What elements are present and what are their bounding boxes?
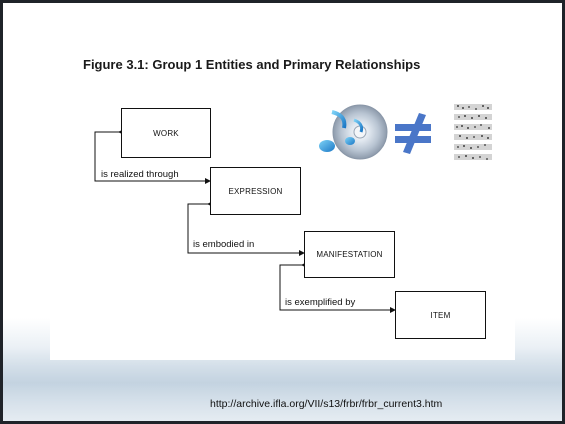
relationship-label-exemplified: is exemplified by bbox=[285, 297, 356, 308]
connector-work-expression bbox=[94, 129, 211, 184]
connector-expression-manifestation bbox=[187, 201, 305, 256]
source-url: http://archive.ifla.org/VII/s13/frbr/frb… bbox=[210, 398, 443, 410]
relationship-label-realized: is realized through bbox=[101, 169, 179, 180]
entity-expression: EXPRESSION bbox=[210, 167, 301, 215]
sheet-music-score-icon bbox=[450, 97, 496, 167]
relationship-connectors bbox=[94, 129, 396, 313]
not-equal-icon bbox=[395, 113, 431, 154]
slide-bottom-band bbox=[3, 353, 562, 421]
relationship-label-embodied: is embodied in bbox=[193, 239, 255, 250]
entity-work: WORK bbox=[121, 108, 211, 158]
entity-item: ITEM bbox=[395, 291, 486, 339]
music-note-disc-icon bbox=[319, 104, 388, 160]
entity-manifestation: MANIFESTATION bbox=[304, 231, 395, 278]
connector-manifestation-item bbox=[279, 262, 396, 313]
slide: Figure 3.1: Group 1 Entities and Primary… bbox=[3, 3, 562, 421]
figure-title: Figure 3.1: Group 1 Entities and Primary… bbox=[83, 57, 421, 72]
